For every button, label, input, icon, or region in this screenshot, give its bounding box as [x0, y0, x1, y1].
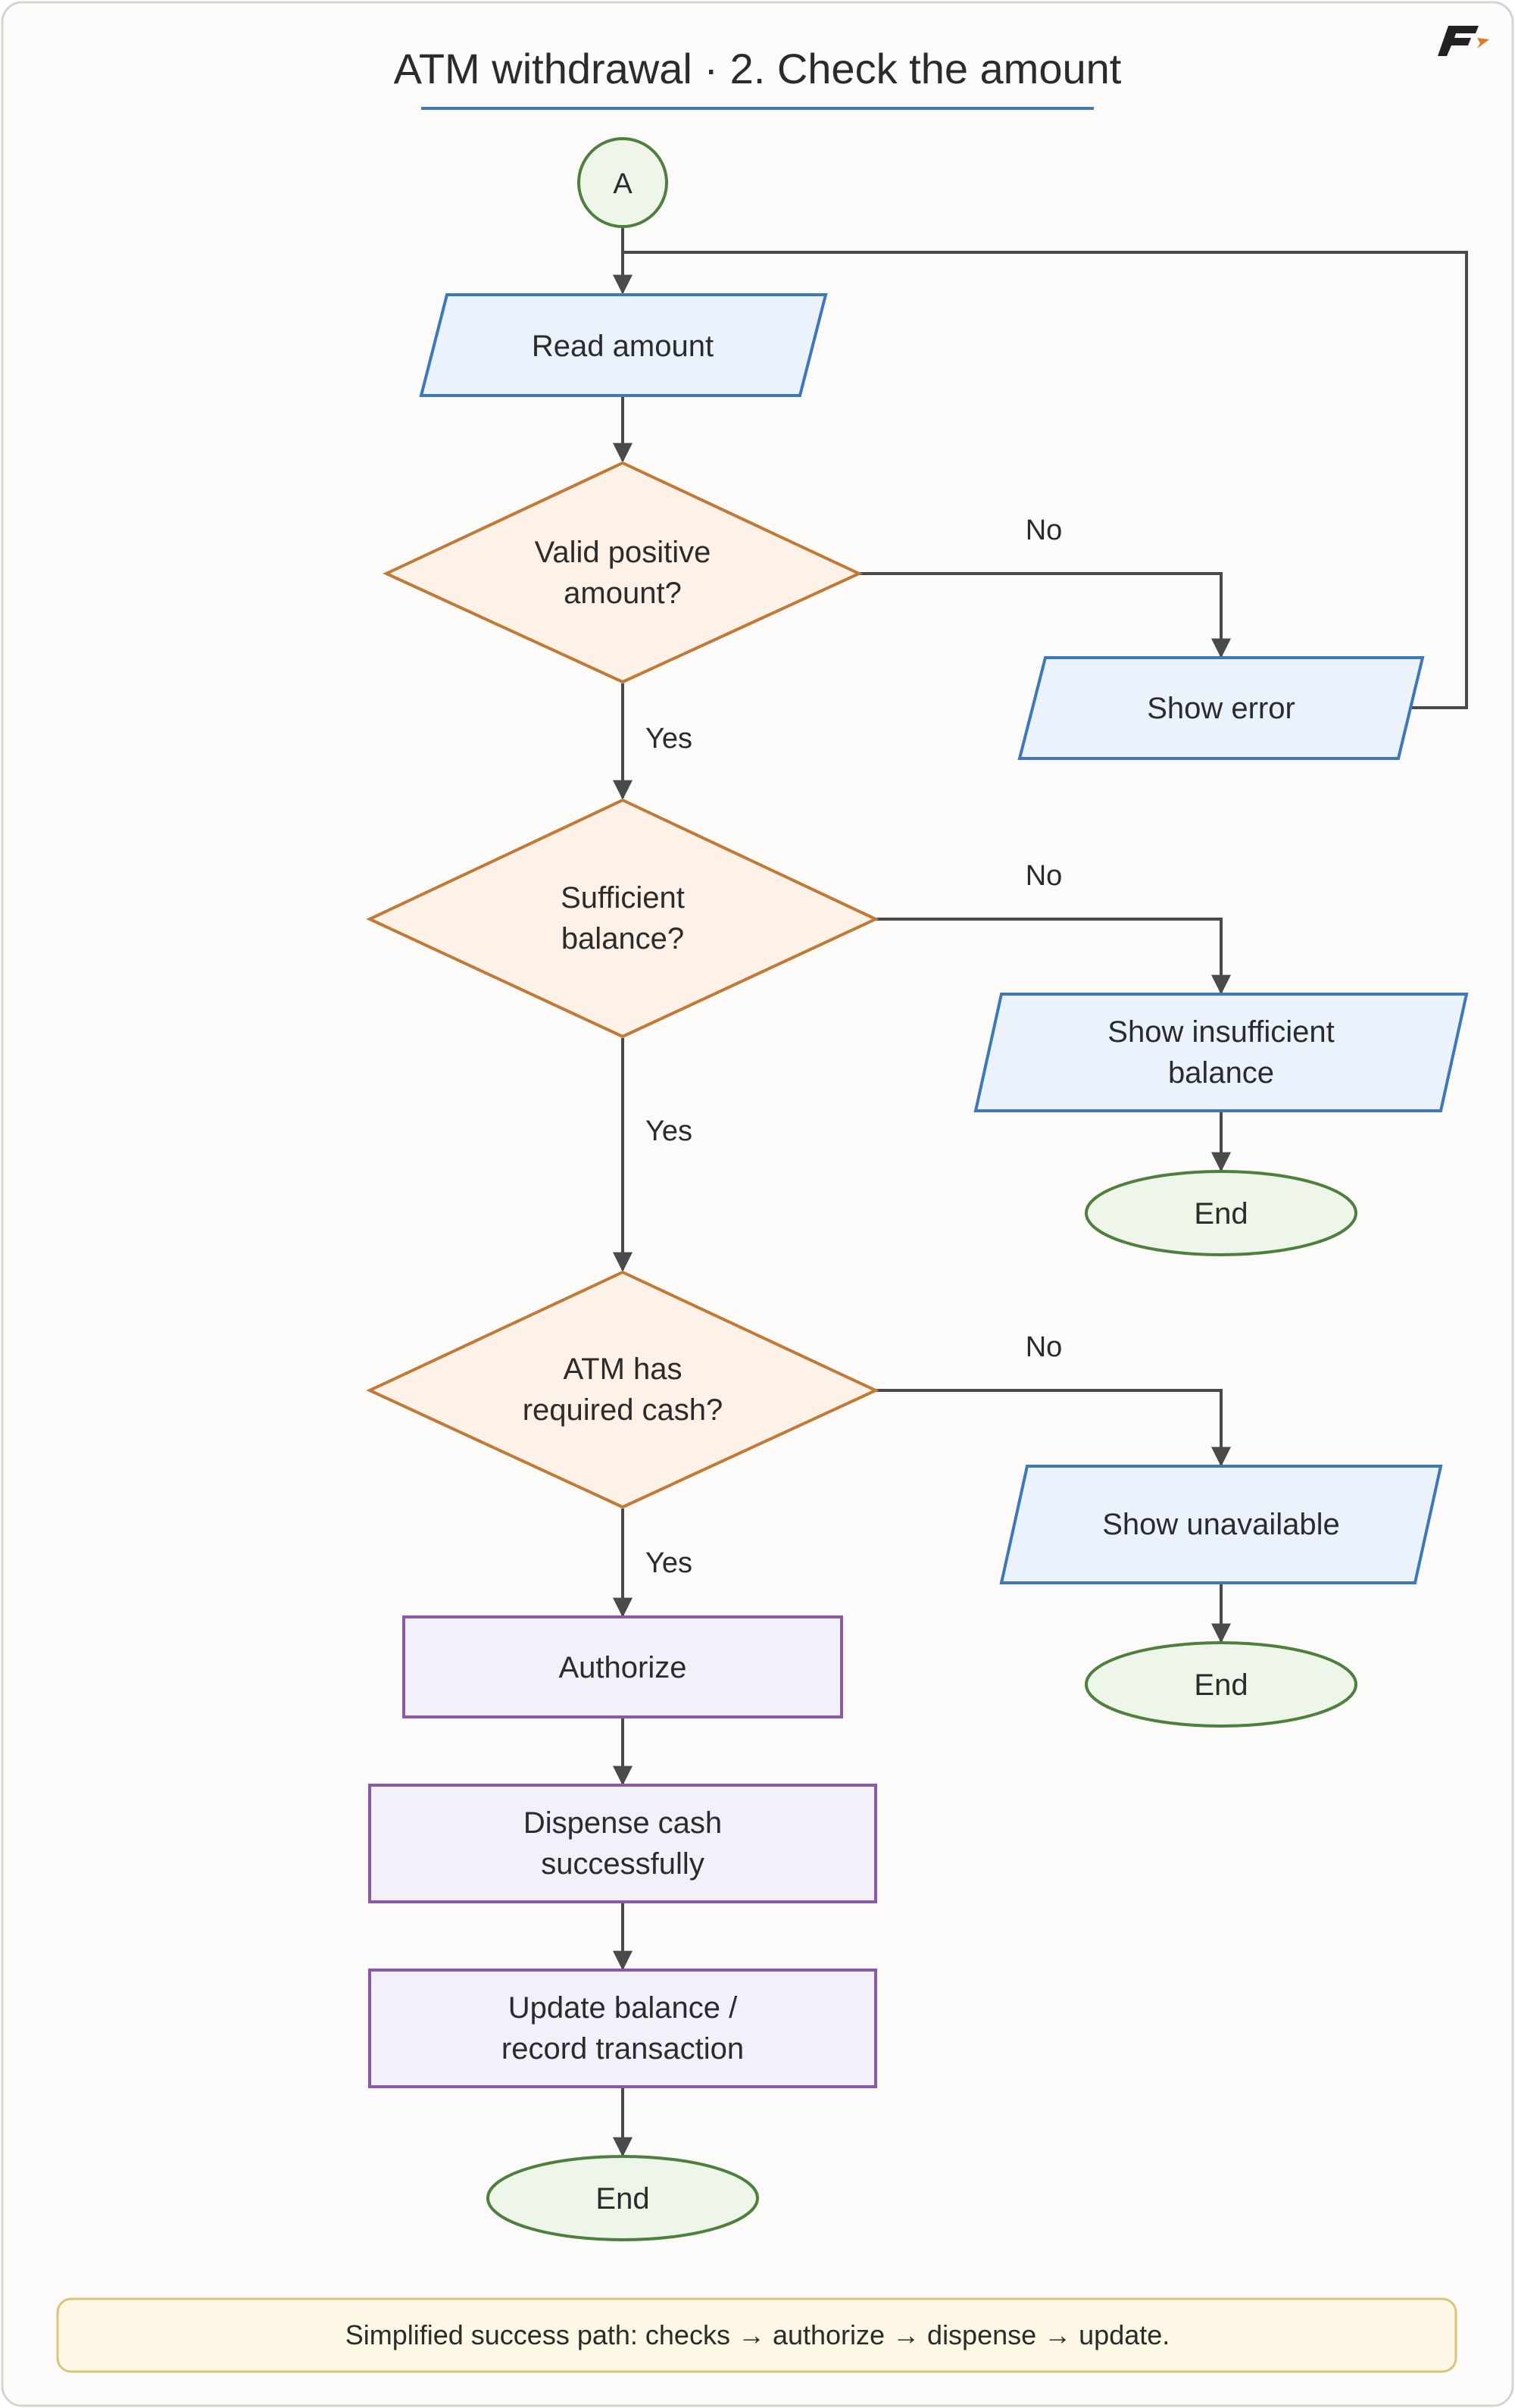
decision-valid-amount-line2: amount? — [564, 577, 682, 610]
io-show-error: Show error — [1017, 656, 1425, 760]
edge-error-loop-back — [623, 251, 1468, 709]
io-show-error-label: Show error — [1147, 692, 1295, 725]
decision-atm-cash-line2: required cash? — [523, 1393, 723, 1427]
edges — [613, 227, 1468, 2157]
terminal-end-main: End — [486, 2155, 759, 2241]
process-update-line2: record transaction — [501, 2032, 744, 2066]
footnote-text: Simplified success path: checks → author… — [345, 2319, 1170, 2350]
diagram-title: ATM withdrawal · 2. Check the amount — [394, 45, 1122, 92]
footnote-box: Simplified success path: checks → author… — [56, 2297, 1457, 2373]
decision-valid-amount-line1: Valid positive — [535, 536, 711, 569]
brand-logo-icon — [1438, 26, 1489, 56]
io-show-insufficient-line1: Show insufficient — [1107, 1015, 1334, 1049]
edge-label-valid-yes: Yes — [645, 723, 692, 755]
edge-cash-no — [876, 1389, 1231, 1467]
process-dispense-line2: successfully — [541, 1847, 704, 1881]
io-read-amount-label: Read amount — [532, 330, 714, 363]
edge-sufficient-no — [876, 918, 1231, 995]
io-read-amount: Read amount — [419, 293, 828, 397]
decision-valid-amount: Valid positive amount? — [383, 461, 863, 684]
decision-sufficient-balance-line1: Sufficient — [561, 881, 685, 915]
process-update-line1: Update balance / — [508, 1991, 738, 2025]
io-show-insufficient-balance: Show insufficient balance — [973, 993, 1469, 1112]
io-show-unavailable: Show unavailable — [999, 1465, 1443, 1584]
decision-sufficient-balance-line2: balance? — [561, 922, 684, 955]
connector-a-label: A — [613, 168, 633, 200]
edge-label-cash-yes: Yes — [645, 1547, 692, 1579]
edge-valid-no — [859, 572, 1231, 658]
io-show-insufficient-line2: balance — [1168, 1056, 1274, 1090]
process-dispense-cash: Dispense cash successfully — [368, 1784, 877, 1903]
decision-atm-cash-line1: ATM has — [563, 1353, 682, 1386]
process-authorize-label: Authorize — [559, 1651, 687, 1684]
decision-atm-cash: ATM has required cash? — [366, 1270, 879, 1509]
process-authorize: Authorize — [402, 1615, 843, 1718]
process-dispense-line1: Dispense cash — [523, 1806, 722, 1840]
terminal-end-insufficient-label: End — [1194, 1197, 1248, 1231]
io-show-unavailable-label: Show unavailable — [1102, 1508, 1340, 1541]
edge-label-sufficient-yes: Yes — [645, 1115, 692, 1147]
terminal-end-insufficient: End — [1085, 1170, 1357, 1256]
edge-label-sufficient-no: No — [1026, 860, 1063, 892]
edge-label-valid-no: No — [1026, 514, 1063, 546]
terminal-end-unavailable: End — [1085, 1641, 1357, 1728]
decision-sufficient-balance: Sufficient balance? — [366, 798, 879, 1039]
terminal-end-main-label: End — [595, 2182, 649, 2216]
connector-a: A — [577, 137, 668, 228]
edge-label-cash-no: No — [1026, 1331, 1063, 1363]
terminal-end-unavailable-label: End — [1194, 1668, 1248, 1702]
process-update-balance: Update balance / record transaction — [368, 1969, 877, 2088]
